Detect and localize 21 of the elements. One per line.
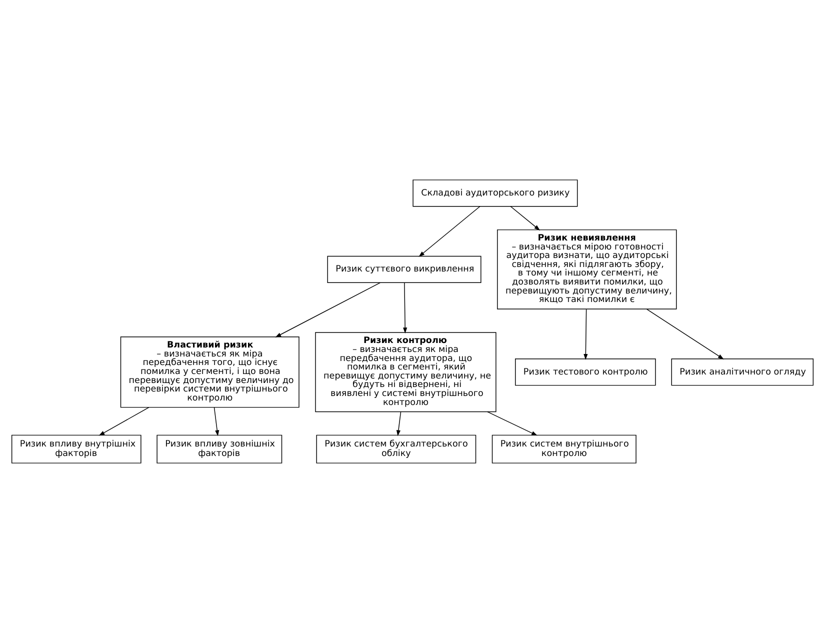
- arrow: [403, 282, 408, 334]
- node-box: Ризик контролю – визначається як міра передбачення аудитора, що помилка в сегменті, який перевищує допустиму величину, не будуть ні відвернені, ні виявлені у системі внутрішнього контролю: [315, 332, 496, 412]
- node-box: Ризик систем внутрішнього контролю: [492, 434, 636, 464]
- arrow: [275, 282, 381, 338]
- arrow: [486, 411, 538, 436]
- node-box: Ризик впливу внутрішніх факторів: [11, 434, 142, 464]
- arrow: [418, 206, 480, 257]
- node-box: Ризик аналітичного огляду: [671, 358, 814, 386]
- node-box: Ризик невиявлення – визначається мірою готовності аудитора визнати, що аудиторські свідчення, які підлягають збору, в тому чи іншому сегменті, не дозволять виявити помилки, що перевищують допустиму величину, якщо такі помилки є: [497, 229, 677, 310]
- node-box: Складові аудиторського ризику: [412, 180, 578, 207]
- node-box: Ризик впливу зовнішніх факторів: [156, 434, 282, 464]
- arrow: [510, 206, 540, 230]
- node-box: Ризик суттєвого викривлення: [327, 256, 482, 283]
- arrow: [98, 407, 150, 436]
- arrow: [584, 308, 588, 360]
- arrow: [214, 407, 220, 436]
- arrow: [396, 411, 402, 436]
- node-box: Властивий ризик – визначається як міра передбачення того, що існує помилка у сегменті, і що вона перевищує допустиму величину до перевірки системи внутрішнього контролю: [120, 336, 300, 408]
- node-box: Ризик систем бухгалтерського обліку: [316, 434, 476, 464]
- arrow: [646, 308, 724, 360]
- node-box: Ризик тестового контролю: [515, 358, 656, 386]
